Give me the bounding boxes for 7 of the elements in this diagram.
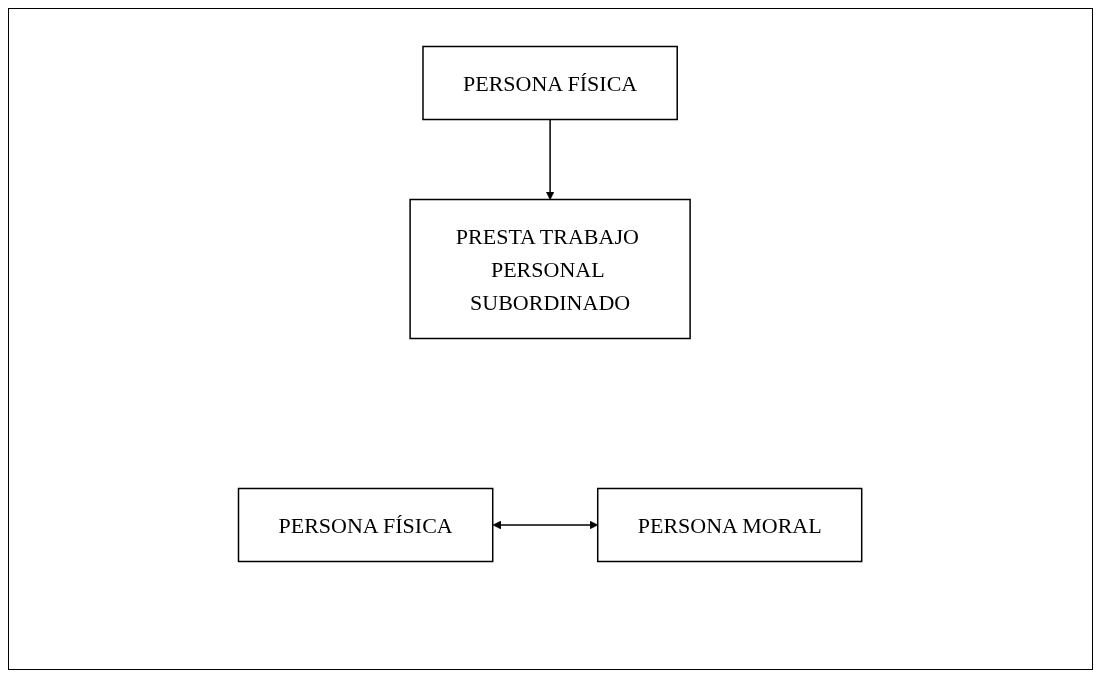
node-box (238, 487, 494, 563)
arrow (493, 520, 599, 530)
diagram-frame: PERSONA FÍSICA PERSONA MORAL PERSONA FÍSICA PRESTA TRABAJO PERSONAL SUBORDINADO (8, 8, 1093, 670)
arrow (546, 118, 555, 200)
node-box (597, 487, 863, 563)
node-box (409, 198, 692, 340)
node-box (422, 45, 679, 121)
